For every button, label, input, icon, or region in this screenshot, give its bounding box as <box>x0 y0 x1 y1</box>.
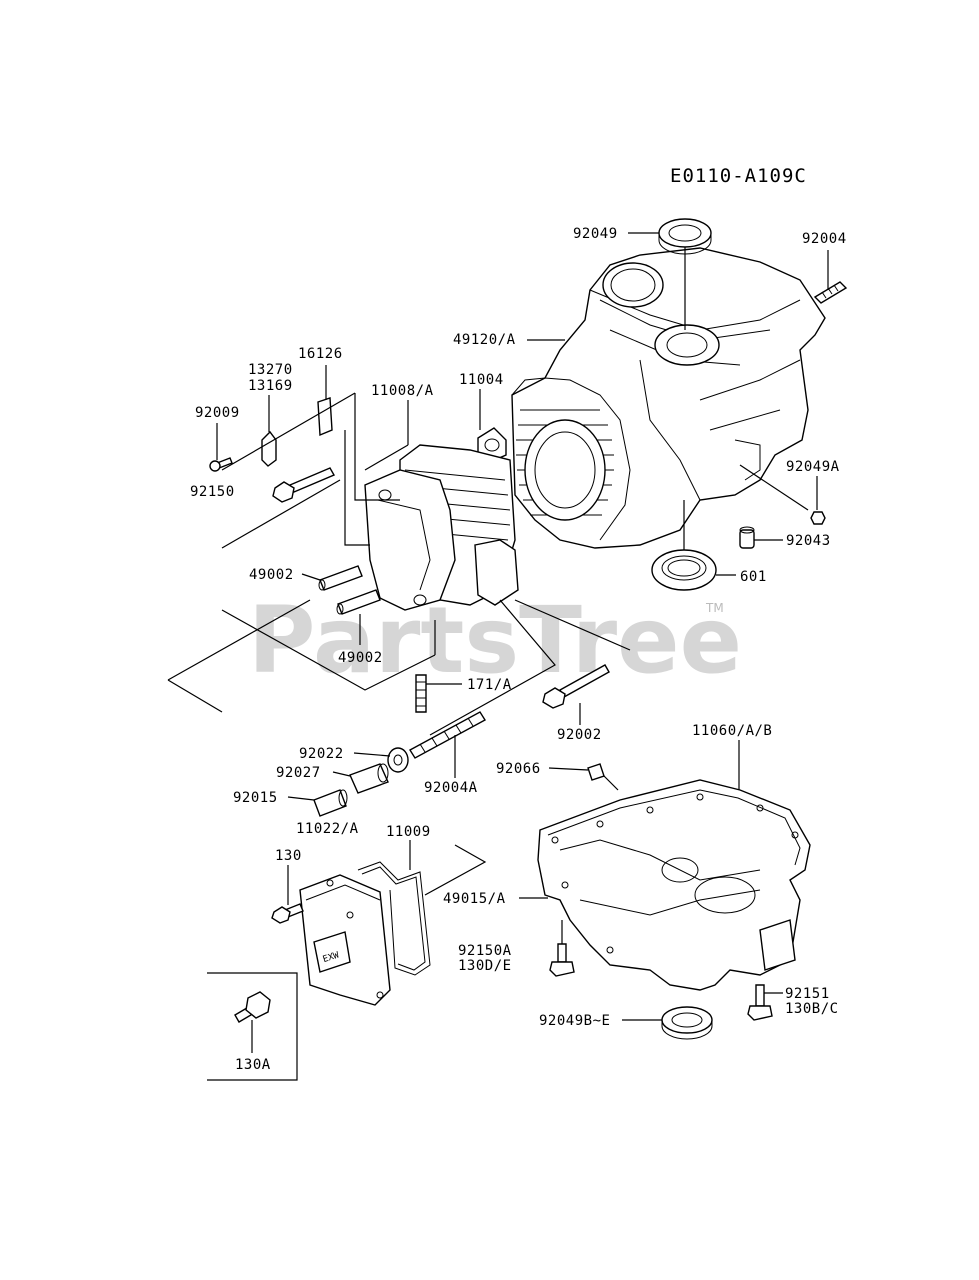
plate-16126 <box>317 397 333 437</box>
gasket-11009 <box>357 861 431 976</box>
label-49002-a: 49002 <box>249 567 294 583</box>
label-171A: 171/A <box>467 677 512 693</box>
label-130A: 130A <box>235 1057 271 1073</box>
label-49002-b: 49002 <box>338 650 383 666</box>
label-92004A: 92004A <box>424 780 478 796</box>
label-92066: 92066 <box>496 761 541 777</box>
part-labels: 92049 92004 49120/A 11004 11008/A 16126 … <box>190 226 847 1073</box>
label-92150: 92150 <box>190 484 235 500</box>
label-11004: 11004 <box>459 372 504 388</box>
inset-box-130A <box>207 972 298 1081</box>
label-49015A: 49015/A <box>443 891 506 907</box>
clip-13270 <box>261 430 277 467</box>
label-92027: 92027 <box>276 765 321 781</box>
label-92004: 92004 <box>802 231 847 247</box>
label-92049A: 92049A <box>786 459 840 475</box>
bolt-92151 <box>747 984 773 1021</box>
label-92049B-E: 92049B~E <box>539 1013 610 1029</box>
push-rod-b <box>336 589 381 615</box>
label-92150A: 92150A <box>458 943 512 959</box>
leader-lines <box>167 232 829 1053</box>
cover-badge-text: EXW <box>322 950 341 965</box>
plug-92066 <box>587 763 605 781</box>
label-92043: 92043 <box>786 533 831 549</box>
label-49120A: 49120/A <box>453 332 516 348</box>
watermark-trademark: TM <box>705 601 724 615</box>
plug-92043 <box>739 526 755 549</box>
stud-92004 <box>813 281 848 304</box>
label-601: 601 <box>740 569 767 585</box>
stud-171A <box>415 674 427 713</box>
label-16126: 16126 <box>298 346 343 362</box>
label-11008A: 11008/A <box>371 383 434 399</box>
oil-pan <box>537 779 811 991</box>
label-92015: 92015 <box>233 790 278 806</box>
collar-92027 <box>349 763 389 794</box>
label-11009: 11009 <box>386 824 431 840</box>
bolt-92150 <box>272 467 335 503</box>
label-92049: 92049 <box>573 226 618 242</box>
bearing-601 <box>651 549 717 591</box>
label-11022A: 11022/A <box>296 821 359 837</box>
nut-92049A <box>810 511 826 525</box>
bolt-92002 <box>542 664 610 709</box>
diagram-code: E0110-A109C <box>670 165 807 187</box>
cylinder-head <box>364 444 519 611</box>
bolt-92150A <box>549 943 575 977</box>
bolt-130 <box>271 903 304 924</box>
bolt-92009 <box>209 457 233 472</box>
label-92009: 92009 <box>195 405 240 421</box>
label-13270: 13270 <box>248 362 293 378</box>
label-130DE: 130D/E <box>458 958 512 974</box>
crankcase <box>511 247 826 549</box>
push-rod-a <box>318 565 363 591</box>
label-92022: 92022 <box>299 746 344 762</box>
sleeve-92015 <box>313 789 348 817</box>
label-11060AB: 11060/A/B <box>692 723 772 739</box>
label-92002: 92002 <box>557 727 602 743</box>
oil-seal-bottom <box>661 1006 713 1040</box>
label-92151: 92151 <box>785 986 830 1002</box>
label-130: 130 <box>275 848 302 864</box>
valve-cover: EXW <box>299 874 391 1006</box>
label-130BC: 130B/C <box>785 1001 839 1017</box>
stud-92004A <box>387 711 486 773</box>
label-13169: 13169 <box>248 378 293 394</box>
